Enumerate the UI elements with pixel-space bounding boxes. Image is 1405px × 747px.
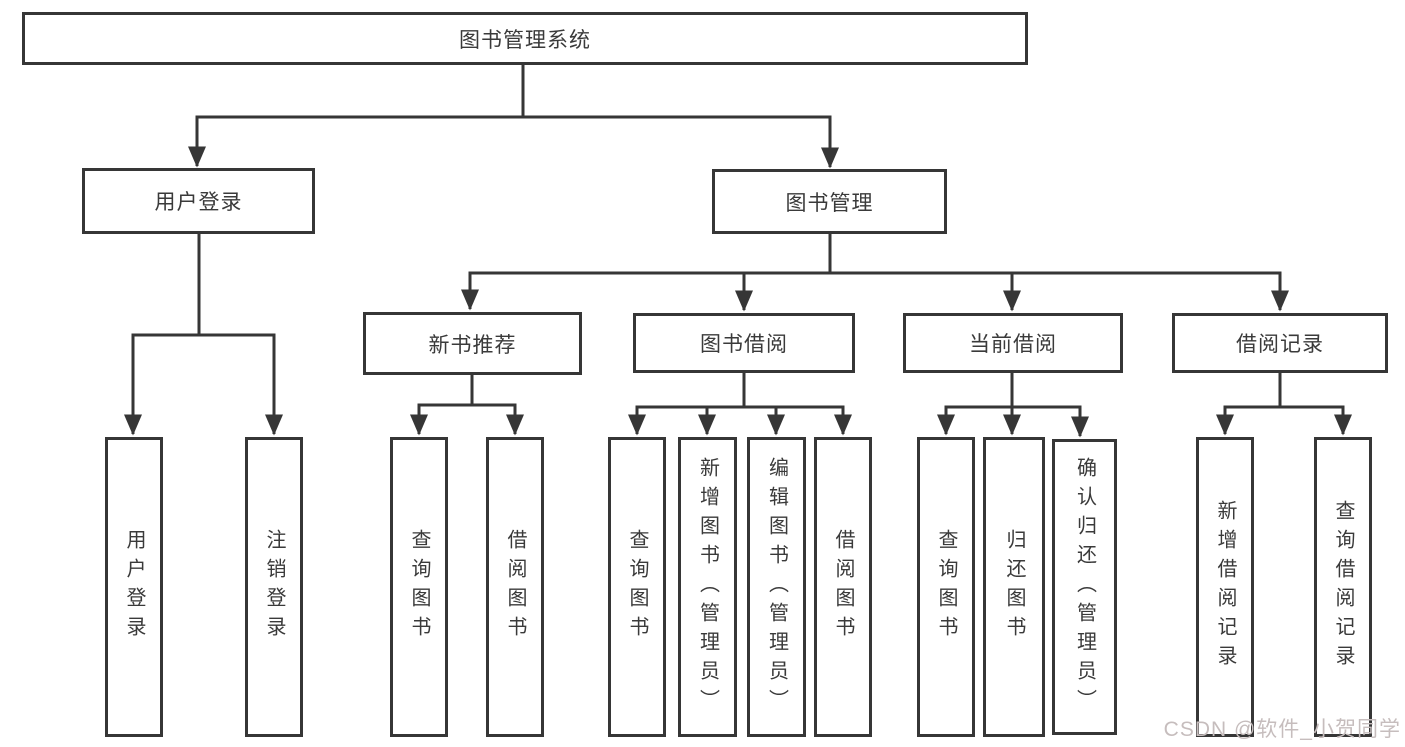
node-label: 新书推荐 xyxy=(428,333,517,357)
node-label: 当前借阅 xyxy=(969,333,1057,356)
node-book-management: 图书管理 xyxy=(712,169,947,234)
node-label: 编辑图书（管理员） xyxy=(765,456,788,718)
leaf-add-borrow-record: 新增借阅记录 xyxy=(1196,437,1254,737)
node-current-borrow: 当前借阅 xyxy=(903,313,1123,373)
node-label: 用户登录 xyxy=(123,529,145,645)
node-user-login: 用户登录 xyxy=(82,168,315,234)
node-borrow-record: 借阅记录 xyxy=(1172,313,1388,373)
leaf-logout: 注销登录 xyxy=(245,437,303,737)
node-label: 归还图书 xyxy=(1003,529,1025,645)
leaf-borrow-book-1: 借阅图书 xyxy=(486,437,544,737)
node-label: 图书借阅 xyxy=(700,333,788,356)
node-label: 图书管理 xyxy=(785,191,874,215)
node-label: 图书管理系统 xyxy=(459,28,591,52)
leaf-return-book: 归还图书 xyxy=(983,437,1045,737)
node-label: 新增图书（管理员） xyxy=(696,456,719,718)
leaf-confirm-return-admin: 确认归还（管理员） xyxy=(1052,439,1117,735)
leaf-query-book-3: 查询图书 xyxy=(917,437,975,737)
node-label: 借阅图书 xyxy=(832,529,854,645)
leaf-edit-book-admin: 编辑图书（管理员） xyxy=(747,437,806,737)
node-label: 查询图书 xyxy=(408,529,430,645)
leaf-query-book-1: 查询图书 xyxy=(390,437,448,737)
csdn-watermark: CSDN @软件_小贺同学 xyxy=(1163,718,1401,741)
node-label: 借阅图书 xyxy=(504,529,526,645)
node-label: 借阅记录 xyxy=(1236,333,1324,356)
node-label: 注销登录 xyxy=(263,529,285,645)
leaf-query-borrow-record: 查询借阅记录 xyxy=(1314,437,1372,737)
node-label: 用户登录 xyxy=(154,191,243,214)
node-label: 查询图书 xyxy=(935,529,957,645)
node-label: 新增借阅记录 xyxy=(1214,500,1236,674)
leaf-user-login: 用户登录 xyxy=(105,437,163,737)
leaf-query-book-2: 查询图书 xyxy=(608,437,666,737)
node-book-borrow: 图书借阅 xyxy=(633,313,855,373)
node-label: 查询图书 xyxy=(626,529,648,645)
node-library-management-system: 图书管理系统 xyxy=(22,12,1028,65)
node-new-book-recommend: 新书推荐 xyxy=(363,312,582,375)
leaf-add-book-admin: 新增图书（管理员） xyxy=(678,437,737,737)
node-label: 确认归还（管理员） xyxy=(1073,456,1096,718)
leaf-borrow-book-2: 借阅图书 xyxy=(814,437,872,737)
node-label: 查询借阅记录 xyxy=(1332,500,1354,674)
